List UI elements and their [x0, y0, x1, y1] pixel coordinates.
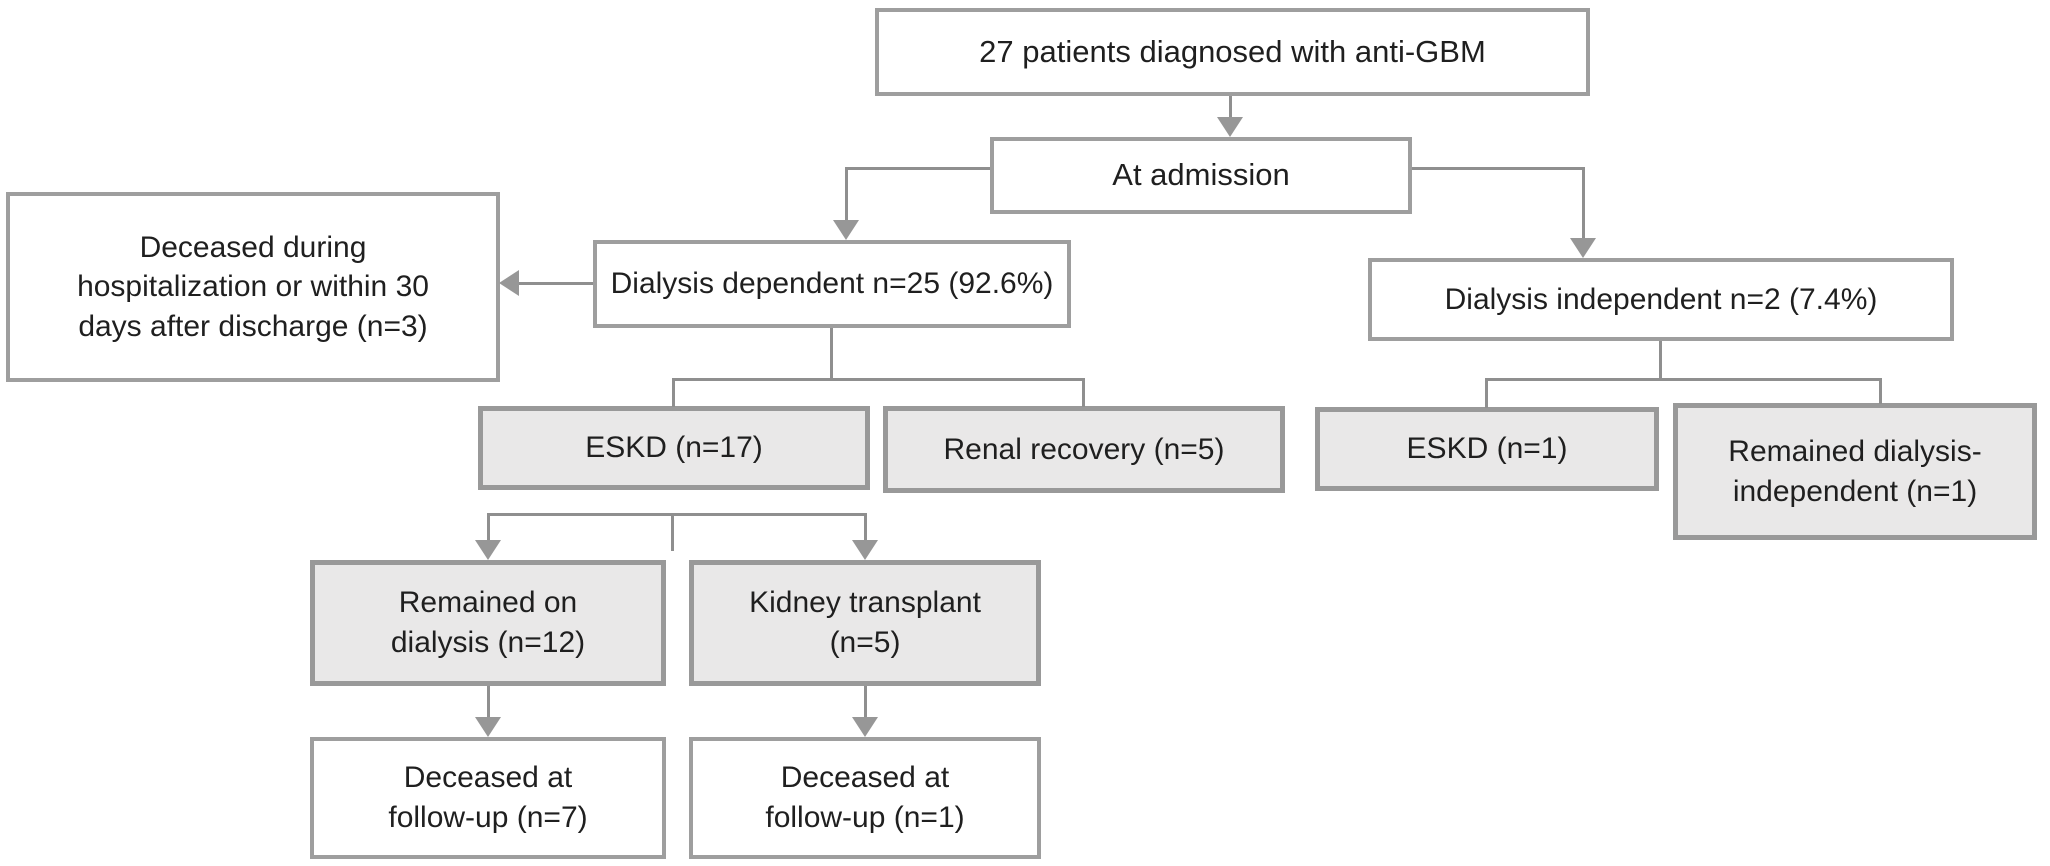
connector-branch-to-kidney-transplant	[864, 513, 867, 541]
node-at-admission: At admission	[990, 137, 1412, 214]
node-kidney-transplant: Kidney transplant (n=5)	[689, 560, 1041, 686]
connector-dependent-deceased-shaft	[518, 282, 593, 285]
arrowhead-into-dialysis-independent	[1570, 238, 1596, 258]
node-renal-recovery: Renal recovery (n=5)	[883, 406, 1285, 493]
node-dialysis-independent: Dialysis independent n=2 (7.4%)	[1368, 258, 1954, 341]
node-eskd-17: ESKD (n=17)	[478, 406, 870, 490]
arrowhead-into-deceased-followup-7	[475, 717, 501, 737]
node-deceased-followup-1: Deceased at follow-up (n=1)	[689, 737, 1041, 859]
connector-branch-to-renal-recovery	[1082, 378, 1085, 407]
connector-branch-to-eskd17	[672, 378, 675, 407]
connector-total-admission-shaft	[1229, 96, 1232, 119]
connector-eskd17-branch-tail	[671, 513, 674, 551]
arrowhead-into-admission	[1217, 117, 1243, 137]
connector-branch-to-remained-on-dialysis	[487, 513, 490, 541]
connector-kidney-deceased1-shaft	[864, 686, 867, 718]
connector-admission-dependent-vertical	[845, 167, 848, 220]
connector-independent-branch-stub	[1659, 341, 1662, 381]
connector-admission-dependent-horizontal	[845, 167, 990, 170]
node-eskd-1: ESKD (n=1)	[1315, 407, 1659, 491]
connector-eskd17-branch-horizontal	[487, 513, 867, 516]
connector-dependent-branch-stub	[830, 328, 833, 381]
node-remained-dialysis-independent: Remained dialysis- independent (n=1)	[1673, 403, 2037, 540]
connector-branch-to-remained-independent	[1879, 378, 1882, 404]
connector-dependent-branch-horizontal	[672, 378, 1084, 381]
node-total-patients: 27 patients diagnosed with anti-GBM	[875, 8, 1590, 96]
connector-remained-deceased7-shaft	[487, 686, 490, 718]
connector-branch-to-eskd1	[1485, 378, 1488, 408]
connector-independent-branch-horizontal	[1485, 378, 1882, 381]
node-dialysis-dependent: Dialysis dependent n=25 (92.6%)	[593, 240, 1071, 328]
arrowhead-into-deceased-hospitalization	[499, 270, 519, 296]
arrowhead-into-remained-on-dialysis	[475, 540, 501, 560]
arrowhead-into-dialysis-dependent	[833, 220, 859, 240]
connector-admission-independent-horizontal	[1412, 167, 1584, 170]
arrowhead-into-kidney-transplant	[852, 540, 878, 560]
node-deceased-hospitalization: Deceased during hospitalization or withi…	[6, 192, 500, 382]
node-deceased-followup-7: Deceased at follow-up (n=7)	[310, 737, 666, 859]
node-remained-on-dialysis: Remained on dialysis (n=12)	[310, 560, 666, 686]
connector-admission-independent-vertical	[1582, 167, 1585, 238]
arrowhead-into-deceased-followup-1	[852, 717, 878, 737]
